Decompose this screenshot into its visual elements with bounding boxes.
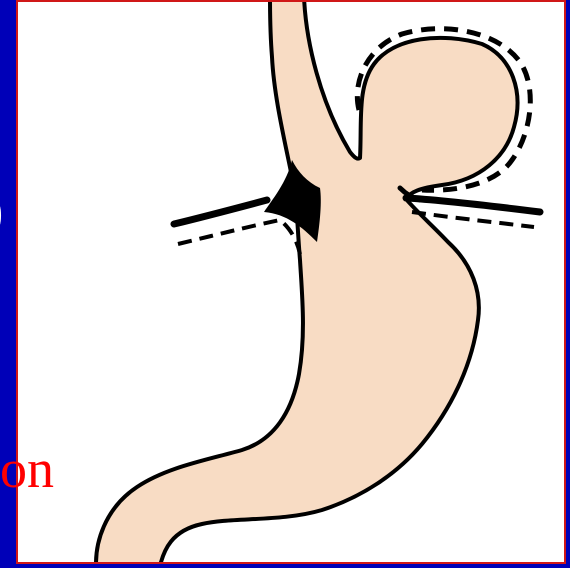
figure-panel: [16, 0, 566, 564]
hiatal-hernia-diagram: [16, 2, 566, 564]
diaphragm-left-dashed: [178, 220, 300, 254]
cropped-slide-text: ) - on: [0, 0, 60, 568]
slide-text-fragment-white: ): [0, 186, 3, 238]
diaphragm-left: [174, 200, 267, 224]
diaphragm-right: [406, 198, 540, 212]
slide-text-fragment-red: on: [0, 442, 54, 496]
stomach-body: [96, 2, 517, 564]
